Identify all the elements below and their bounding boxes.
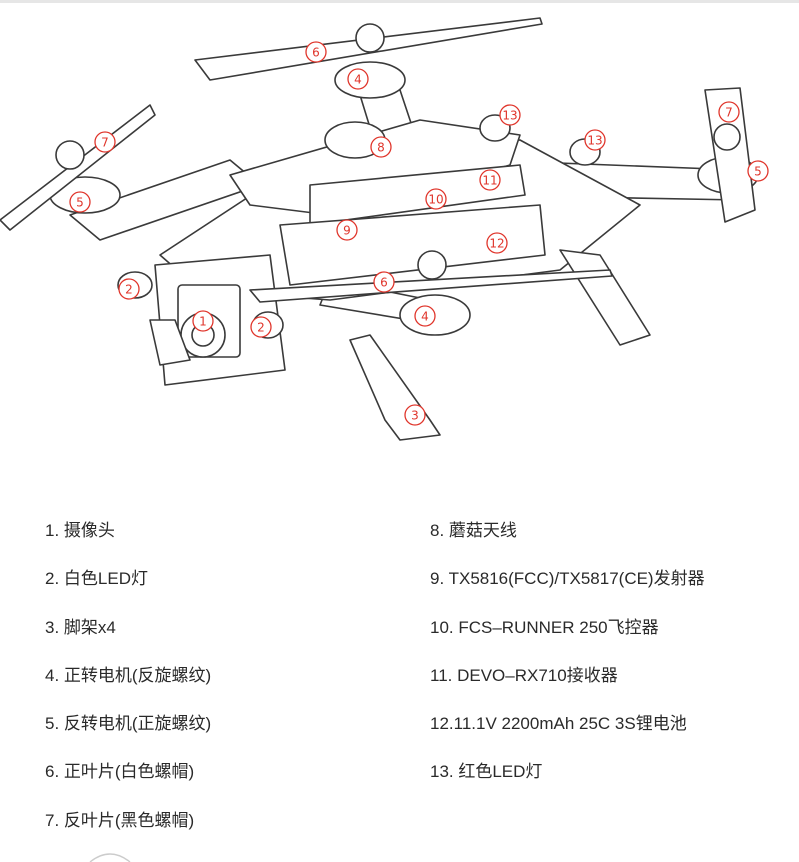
callout-label: 7 <box>101 136 109 150</box>
callout-5: 5 <box>69 191 91 213</box>
leg-front-right <box>349 334 441 441</box>
callout-12: 12 <box>486 232 508 254</box>
callout-6: 6 <box>305 41 327 63</box>
side-rail <box>309 164 526 226</box>
legend-item-legs: 3. 脚架x4 <box>45 617 116 637</box>
callout-label: 2 <box>257 321 265 335</box>
cap-left <box>55 140 85 170</box>
callout-5: 5 <box>747 160 769 182</box>
callout-label: 3 <box>411 409 419 423</box>
legend-item-red-led: 13. 红色LED灯 <box>430 762 543 782</box>
cap-front-right <box>417 250 447 280</box>
callout-4: 4 <box>414 305 436 327</box>
callout-label: 4 <box>354 73 362 87</box>
callout-label: 9 <box>343 224 351 238</box>
callout-3: 3 <box>404 404 426 426</box>
legend-item-white-led: 2. 白色LED灯 <box>45 569 148 589</box>
callout-label: 13 <box>502 109 517 123</box>
upper-plate <box>229 119 521 216</box>
legend-item-cw-prop: 6. 正叶片(白色螺帽) <box>45 762 195 782</box>
callout-8: 8 <box>370 136 392 158</box>
legend-item-cw-motor: 4. 正转电机(反旋螺纹) <box>45 665 212 685</box>
callout-label: 6 <box>312 46 320 60</box>
callout-label: 4 <box>421 310 429 324</box>
callout-10: 10 <box>425 188 447 210</box>
callout-label: 13 <box>587 134 602 148</box>
leg-back-right <box>559 249 651 346</box>
callout-13: 13 <box>499 104 521 126</box>
legend-left-column: 1. 摄像头 2. 白色LED灯 3. 脚架x4 4. 正转电机(反旋螺纹) 5… <box>45 519 211 857</box>
legend-right-column: 8. 蘑菇天线 9. TX5816(FCC)/TX5817(CE)发射器 10.… <box>430 519 705 809</box>
callout-7: 7 <box>94 131 116 153</box>
callout-label: 12 <box>489 237 504 251</box>
callout-label: 8 <box>377 141 385 155</box>
legend-item-battery: 12.11.1V 2200mAh 25C 3S锂电池 <box>430 714 687 734</box>
legend-item-receiver: 11. DEVO–RX710接收器 <box>430 665 618 685</box>
legend-item-ccw-prop: 7. 反叶片(黑色螺帽) <box>45 810 195 830</box>
callout-7: 7 <box>718 101 740 123</box>
callout-2: 2 <box>250 316 272 338</box>
callout-label: 7 <box>725 106 733 120</box>
legend-item-camera: 1. 摄像头 <box>45 521 115 540</box>
top-divider <box>0 0 799 3</box>
callout-4: 4 <box>347 68 369 90</box>
motor-back-top <box>334 61 406 99</box>
callout-6: 6 <box>373 271 395 293</box>
legend-item-ccw-motor: 5. 反转电机(正旋螺纹) <box>45 714 212 734</box>
legend-item-transmitter: 9. TX5816(FCC)/TX5817(CE)发射器 <box>430 569 705 589</box>
callout-label: 5 <box>76 196 84 210</box>
cap-back-top <box>355 23 385 53</box>
callout-label: 10 <box>428 193 443 207</box>
callout-2: 2 <box>118 278 140 300</box>
legend-item-antenna: 8. 蘑菇天线 <box>430 521 517 540</box>
callout-1: 1 <box>192 310 214 332</box>
prop-front-right <box>249 269 613 303</box>
legend-item-flight-controller: 10. FCS–RUNNER 250飞控器 <box>430 617 659 637</box>
bottom-partial-circle <box>89 853 131 862</box>
callout-11: 11 <box>479 169 501 191</box>
leg-back-left <box>149 319 191 366</box>
cap-right <box>713 123 741 151</box>
callout-label: 2 <box>125 283 133 297</box>
callout-label: 5 <box>754 165 762 179</box>
prop-right <box>704 87 756 223</box>
callout-label: 6 <box>380 276 388 290</box>
callout-9: 9 <box>336 219 358 241</box>
callout-13: 13 <box>584 129 606 151</box>
callout-label: 11 <box>482 174 497 188</box>
callout-label: 1 <box>199 315 207 329</box>
